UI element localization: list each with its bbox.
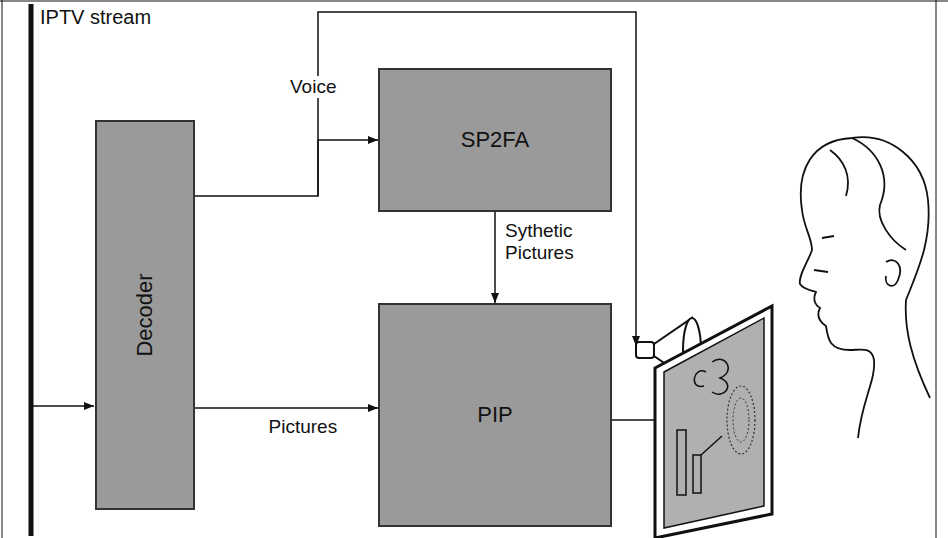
viewer-head: [800, 137, 930, 438]
frame-line: [0, 1, 948, 2]
frame-line: [936, 0, 937, 538]
stream-label: IPTV stream: [40, 6, 151, 29]
process-box: SP2FA: [378, 68, 612, 212]
stream-wire: [33, 405, 94, 407]
signal-arrow: [195, 140, 378, 196]
signal-arrow: [494, 212, 496, 303]
signal-label: Voice: [288, 76, 338, 98]
process-box: Decoder: [95, 120, 195, 510]
box-label: Decoder: [132, 273, 158, 356]
box-label: SP2FA: [461, 127, 529, 153]
speaker-wire: [318, 12, 636, 346]
box-label: PIP: [477, 402, 512, 428]
stream-bar: [29, 4, 34, 536]
signal-arrow: [195, 407, 378, 409]
signal-label: Sythetic Pictures: [503, 220, 587, 264]
process-box: PIP: [378, 303, 612, 527]
display-wire: [612, 419, 660, 421]
screen-illustration: [655, 306, 772, 538]
frame-line: [2, 0, 3, 538]
signal-label: Pictures: [267, 416, 340, 438]
